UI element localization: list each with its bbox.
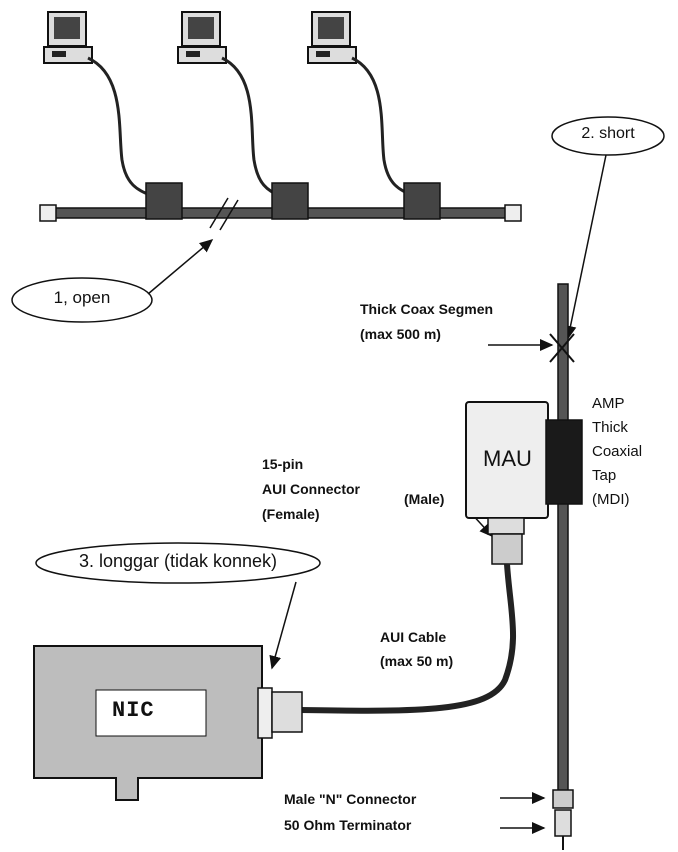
bus-terminator-right: [504, 204, 522, 222]
aui-connector-label: 15-pin: [262, 456, 304, 472]
open-arrow: [147, 239, 214, 295]
amp-label: Coaxial: [592, 443, 643, 460]
bus-transceiver-1: [145, 182, 183, 220]
short-arrow: [564, 154, 607, 340]
annotation-open: 1, open: [53, 288, 111, 307]
n-connector: [552, 789, 574, 809]
amp-label: Tap: [592, 467, 617, 484]
aui-connector-label: (Female): [262, 506, 320, 522]
aui-cable-length: (max 50 m): [380, 653, 454, 669]
amp-label: AMP: [592, 395, 625, 412]
bus-transceiver-2: [271, 182, 309, 220]
amp-label: (MDI): [592, 491, 630, 508]
mau-label: MAU: [483, 446, 532, 471]
short-oval: [551, 116, 665, 156]
drop-cable-3: [351, 56, 413, 197]
computer-icon-2: [177, 11, 227, 64]
amp-tap-block: [545, 419, 583, 505]
n-connector-label: Male "N" Connector: [284, 791, 417, 807]
nic-label: NIC: [112, 698, 155, 723]
terminator: [554, 809, 572, 837]
loose-arrow: [269, 581, 297, 670]
drop-cable-2: [221, 56, 279, 197]
open-oval: [11, 277, 153, 323]
nic-label-box: [95, 689, 207, 737]
bus-topology: [39, 11, 522, 231]
mau-aui-plug: [491, 533, 523, 565]
loose-oval: [35, 542, 321, 584]
thick-coax-length: (max 500 m): [360, 326, 441, 342]
aui-connector-label: AUI Connector: [262, 481, 360, 497]
break-mark: [209, 197, 229, 229]
drop-cable-1: [87, 56, 151, 197]
break-mark: [219, 199, 239, 231]
bus-terminator-left: [39, 204, 57, 222]
mau-aui-connector: [487, 517, 525, 535]
amp-label: Thick: [592, 419, 628, 436]
aui-cable-label: AUI Cable: [380, 629, 447, 645]
thick-coax-label: Thick Coax Segmen: [360, 301, 494, 317]
nic-aui-port: [257, 687, 273, 739]
aui-cable: [299, 563, 516, 714]
male-label: (Male): [404, 491, 445, 507]
bus-transceiver-3: [403, 182, 441, 220]
terminator-label: 50 Ohm Terminator: [284, 817, 412, 833]
nic-aui-plug: [271, 691, 303, 733]
computer-icon-1: [43, 11, 93, 64]
short-x-mark: [549, 333, 575, 363]
computer-icon-3: [307, 11, 357, 64]
annotation-loose: 3. longgar (tidak konnek): [78, 551, 278, 571]
annotation-short: 2. short: [581, 125, 635, 142]
thick-coax-cable: [557, 283, 569, 795]
